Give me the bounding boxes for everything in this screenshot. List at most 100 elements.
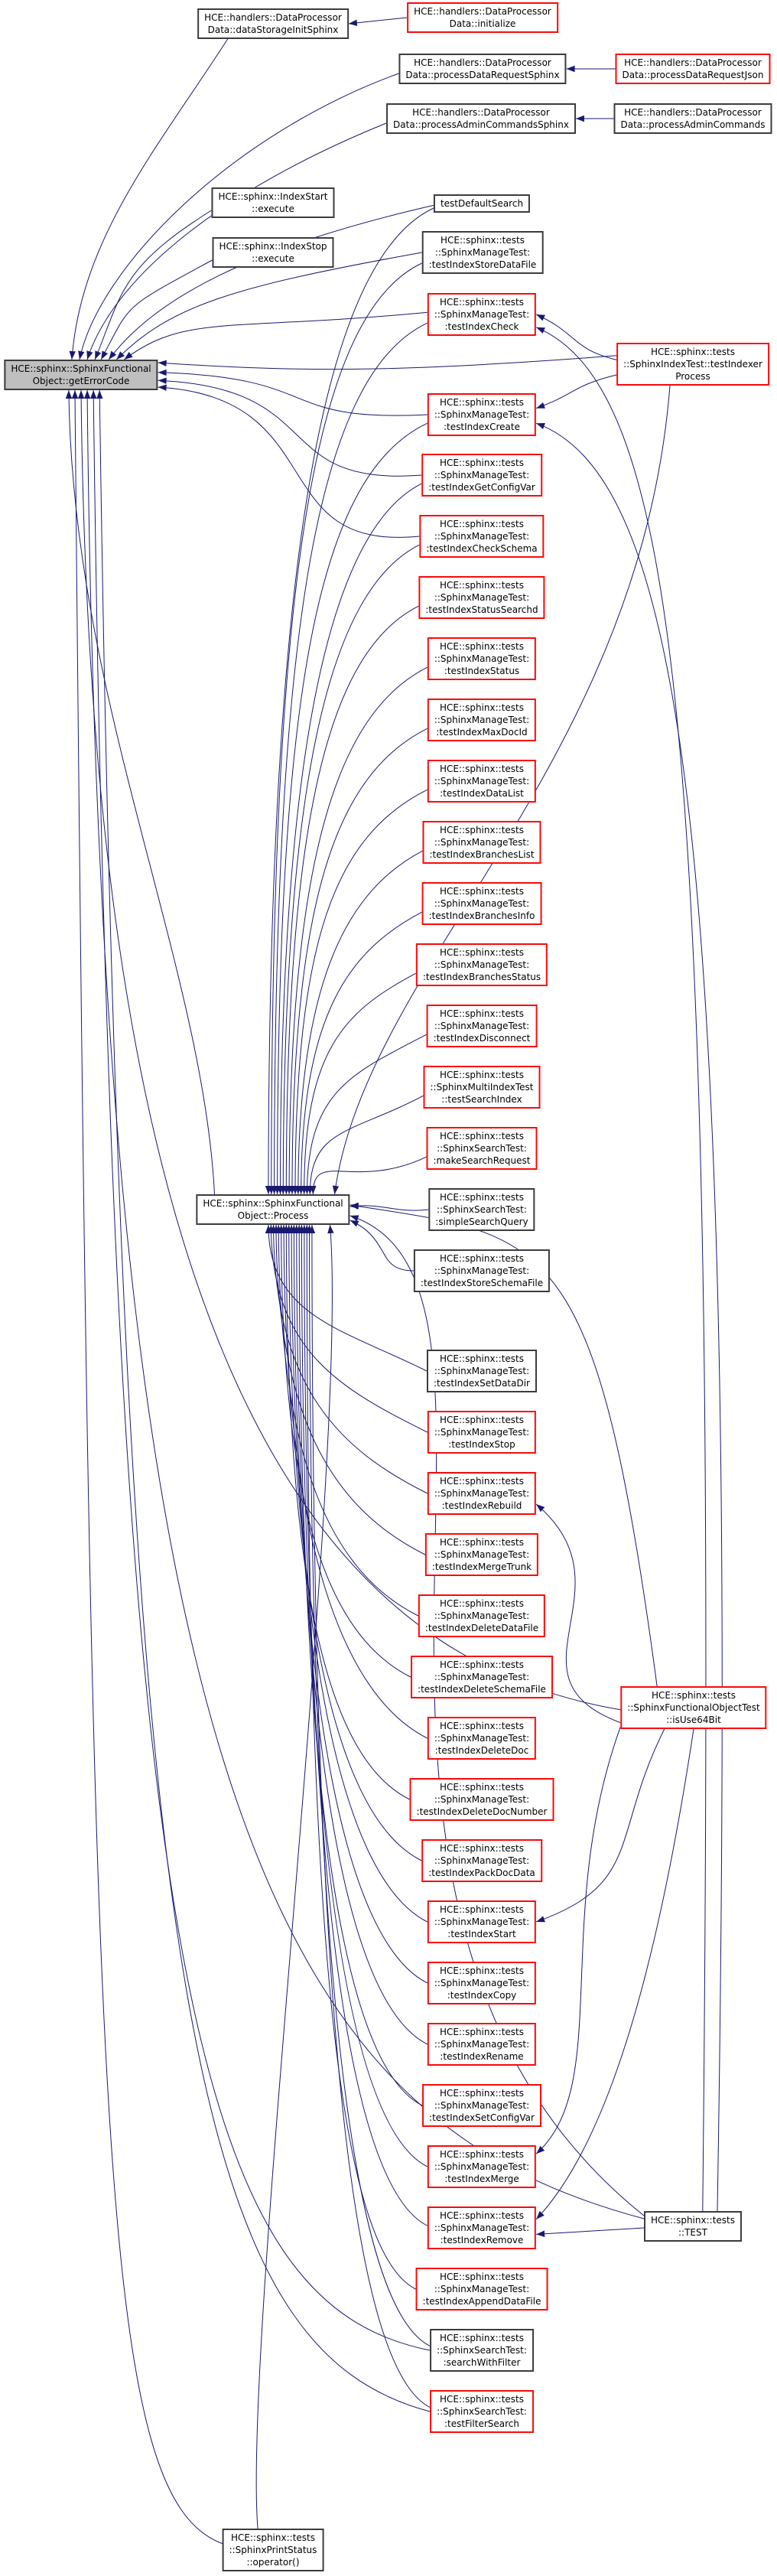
node-label-line: HCE::sphinx::tests: [440, 1008, 524, 1019]
node-m26[interactable]: HCE::sphinx::tests::SphinxManageTest::te…: [409, 1778, 554, 1821]
node-indexStopExecute[interactable]: HCE::sphinx::IndexStop::execute: [212, 237, 334, 268]
node-m31[interactable]: HCE::sphinx::tests::SphinxManageTest::te…: [422, 2084, 541, 2127]
node-TEST[interactable]: HCE::sphinx::tests::TEST: [644, 2211, 742, 2242]
node-m30[interactable]: HCE::sphinx::tests::SphinxManageTest::te…: [427, 2023, 537, 2066]
node-label-line: :testIndexGetConfigVar: [428, 482, 535, 493]
edge-m19-to-process: [268, 1224, 428, 1372]
node-m12[interactable]: HCE::sphinx::tests::SphinxManageTest::te…: [421, 882, 542, 925]
node-label-line: ::SphinxManageTest:: [434, 715, 530, 725]
node-m18[interactable]: HCE::sphinx::tests::SphinxManageTest::te…: [413, 1249, 551, 1292]
node-label-line: HCE::sphinx::tests: [440, 397, 524, 408]
node-m13[interactable]: HCE::sphinx::tests::SphinxManageTest::te…: [415, 943, 548, 986]
node-m29[interactable]: HCE::sphinx::tests::SphinxManageTest::te…: [427, 1962, 537, 2004]
arrowhead: [109, 350, 117, 360]
node-m14[interactable]: HCE::sphinx::tests::SphinxManageTest::te…: [426, 1005, 538, 1047]
node-label-line: ::SphinxSearchTest:: [437, 1143, 527, 1154]
node-label-line: HCE::sphinx::tests: [440, 702, 524, 713]
node-m35[interactable]: HCE::sphinx::tests::SphinxSearchTest::se…: [430, 2329, 534, 2372]
edge-printStatusOperator-to-process: [255, 1224, 333, 2529]
node-label-line: HCE::sphinx::tests: [440, 825, 524, 835]
node-m5[interactable]: HCE::sphinx::tests::SphinxManageTest::te…: [421, 454, 542, 497]
node-m9[interactable]: HCE::sphinx::tests::SphinxManageTest::te…: [427, 699, 537, 741]
edge-m5-to-process: [279, 483, 422, 1195]
node-m16[interactable]: HCE::sphinx::tests::SphinxSearchTest::ma…: [426, 1127, 538, 1170]
edge-m7-to-process: [285, 605, 419, 1195]
node-m4[interactable]: HCE::sphinx::tests::SphinxManageTest::te…: [427, 393, 537, 436]
node-printStatusOperator[interactable]: HCE::sphinx::tests::SphinxPrintStatus::o…: [222, 2529, 324, 2571]
node-label-line: HCE::sphinx::tests: [440, 2394, 524, 2405]
node-m15[interactable]: HCE::sphinx::tests::SphinxMultiIndexTest…: [423, 1066, 541, 1109]
node-label-line: ::SphinxSearchTest:: [437, 2345, 527, 2356]
node-m10[interactable]: HCE::sphinx::tests::SphinxManageTest::te…: [427, 760, 537, 803]
edge-process-to-getErrorCode: [68, 389, 216, 1195]
arrowhead: [349, 1203, 359, 1210]
node-label-line: HCE::sphinx::tests: [440, 2333, 524, 2343]
edge-m35-to-getErrorCode: [93, 389, 431, 2351]
node-m19[interactable]: HCE::sphinx::tests::SphinxManageTest::te…: [427, 1350, 537, 1392]
node-label-line: :testIndexCheck: [444, 321, 519, 332]
node-m33[interactable]: HCE::sphinx::tests::SphinxManageTest::te…: [427, 2206, 537, 2249]
node-m8[interactable]: HCE::sphinx::tests::SphinxManageTest::te…: [427, 637, 537, 680]
node-isUse64Bit[interactable]: HCE::sphinx::tests::SphinxFunctionalObje…: [620, 1686, 767, 1729]
edge-m2-to-getErrorCode: [115, 252, 422, 360]
node-label-line: :testIndexSetDataDir: [434, 1378, 530, 1389]
arrowhead: [536, 327, 545, 334]
edge-m4-to-process: [277, 422, 428, 1195]
edge-m14-to-process: [306, 1034, 427, 1195]
edge-m1-to-process: [268, 207, 434, 1195]
node-m6[interactable]: HCE::sphinx::tests::SphinxManageTest::te…: [419, 515, 545, 558]
node-label-line: HCE::sphinx::tests: [440, 1476, 524, 1487]
node-m1[interactable]: testDefaultSearch: [433, 194, 531, 213]
node-label-line: ::SphinxManageTest:: [434, 1488, 530, 1499]
node-label-line: ::execute: [252, 253, 294, 264]
node-m23[interactable]: HCE::sphinx::tests::SphinxManageTest::te…: [418, 1594, 546, 1637]
arrowhead: [308, 1225, 316, 1233]
node-label-line: :simpleSearchQuery: [435, 1216, 528, 1227]
edge-m6-to-process: [282, 544, 420, 1195]
node-label-line: HCE::sphinx::tests: [440, 1965, 524, 1976]
node-label-line: :testIndexMaxDocId: [436, 727, 528, 738]
node-label-line: ::SphinxManageTest:: [434, 776, 530, 786]
node-m22[interactable]: HCE::sphinx::tests::SphinxManageTest::te…: [424, 1533, 539, 1576]
node-m20[interactable]: HCE::sphinx::tests::SphinxManageTest::te…: [427, 1411, 537, 1454]
arrowhead: [69, 350, 76, 360]
edge-m3-to-process: [274, 322, 428, 1195]
node-m11[interactable]: HCE::sphinx::tests::SphinxManageTest::te…: [422, 821, 541, 864]
node-label-line: HCE::sphinx::tests: [440, 1353, 524, 1364]
node-indexStartExecute[interactable]: HCE::sphinx::IndexStart::execute: [211, 187, 335, 218]
node-m34[interactable]: HCE::sphinx::tests::SphinxManageTest::te…: [415, 2268, 548, 2311]
node-m3[interactable]: HCE::sphinx::tests::SphinxManageTest::te…: [427, 293, 537, 336]
node-m36[interactable]: HCE::sphinx::tests::SphinxSearchTest::te…: [430, 2390, 534, 2433]
node-m24[interactable]: HCE::sphinx::tests::SphinxManageTest::te…: [411, 1656, 553, 1698]
node-label-line: HCE::sphinx::tests: [440, 2088, 524, 2099]
node-label-line: HCE::sphinx::tests: [440, 1843, 524, 1854]
node-label-line: Data::processDataRequestSphinx: [405, 70, 560, 80]
node-label-line: testDefaultSearch: [440, 198, 524, 209]
node-label-line: :testIndexAppendDataFile: [422, 2296, 541, 2307]
edge-indexStopExecute-to-getErrorCode: [100, 259, 213, 360]
arrowhead: [65, 390, 73, 399]
node-label-line: ::SphinxManageTest:: [434, 1672, 530, 1682]
node-m28[interactable]: HCE::sphinx::tests::SphinxManageTest::te…: [427, 1900, 537, 1943]
node-testIndexerProcess[interactable]: HCE::sphinx::tests::SphinxIndexTest::tes…: [616, 343, 769, 386]
node-m25[interactable]: HCE::sphinx::tests::SphinxManageTest::te…: [427, 1717, 537, 1760]
node-m21[interactable]: HCE::sphinx::tests::SphinxManageTest::te…: [427, 1472, 537, 1515]
node-m32[interactable]: HCE::sphinx::tests::SphinxManageTest::te…: [427, 2145, 537, 2188]
node-label-line: HCE::sphinx::tests: [440, 641, 524, 652]
node-label-line: ::TEST: [678, 2227, 707, 2238]
node-m2[interactable]: HCE::sphinx::tests::SphinxManageTest::te…: [421, 231, 544, 274]
node-label-line: ::testSearchIndex: [441, 1094, 522, 1105]
node-m27[interactable]: HCE::sphinx::tests::SphinxManageTest::te…: [421, 1839, 542, 1882]
node-label-line: :testIndexStatus: [444, 666, 520, 676]
node-label-line: ::SphinxManageTest:: [434, 837, 530, 848]
node-m17[interactable]: HCE::sphinx::tests::SphinxSearchTest::si…: [428, 1188, 535, 1231]
node-m7[interactable]: HCE::sphinx::tests::SphinxManageTest::te…: [418, 576, 545, 619]
